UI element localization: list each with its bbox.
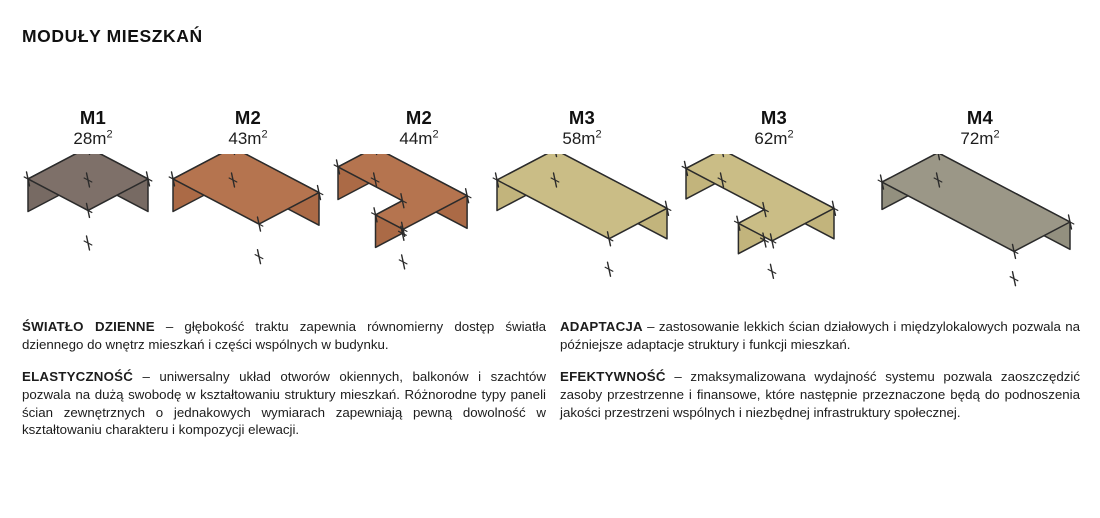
module-name: M2	[234, 107, 262, 128]
module-name: M3	[760, 107, 788, 128]
module-isometric-figure	[328, 154, 510, 294]
module-area: 58m2	[562, 128, 602, 148]
module-area-unit-exponent: 2	[787, 128, 794, 141]
module-area: 44m2	[399, 128, 439, 148]
module-isometric-figure	[487, 154, 677, 294]
description-paragraph-right-2: EFEKTYWNOŚĆ – zmaksymalizowana wydajność…	[560, 368, 1080, 421]
description-paragraph-right-1: ADAPTACJA – zastosowanie lekkich ścian d…	[560, 318, 1080, 353]
module-area: 72m2	[960, 128, 1000, 148]
description-term: ADAPTACJA	[560, 319, 643, 334]
description-paragraph-left-2: ELASTYCZNOŚĆ – uniwersalny układ otworów…	[22, 368, 546, 439]
description-column-right: ADAPTACJA – zastosowanie lekkich ścian d…	[560, 318, 1080, 436]
description-term: EFEKTYWNOŚĆ	[560, 369, 666, 385]
description-term: ŚWIATŁO DZIENNE	[22, 319, 155, 334]
module-area-unit-exponent: 2	[106, 128, 113, 141]
module-area-unit-exponent: 2	[595, 128, 602, 141]
module-area: 28m2	[73, 128, 113, 148]
description-column-left: ŚWIATŁO DZIENNE – głębokość traktu zapew…	[22, 318, 546, 454]
page-title: MODUŁY MIESZKAŃ	[22, 26, 203, 46]
description-body: – głębokość traktu zapewnia równomierny …	[22, 319, 546, 352]
module-area-unit-exponent: 2	[993, 128, 1000, 141]
module-isometric-figure	[676, 154, 872, 294]
module-area: 62m2	[754, 128, 794, 148]
module-area-unit-exponent: 2	[432, 128, 439, 141]
module-area: 43m2	[228, 128, 268, 148]
description-body: – zmaksymalizowana wydajność systemu poz…	[560, 369, 1080, 420]
module-isometric-figure	[872, 154, 1088, 294]
module-isometric-figure	[163, 154, 333, 294]
module-name: M2	[405, 107, 433, 128]
module-name: M4	[966, 107, 994, 128]
description-term: ELASTYCZNOŚĆ	[22, 369, 133, 385]
description-paragraph-left-1: ŚWIATŁO DZIENNE – głębokość traktu zapew…	[22, 318, 546, 353]
module-name: M1	[79, 107, 107, 128]
module-isometric-figure	[18, 154, 168, 294]
description-body: – zastosowanie lekkich ścian działowych …	[560, 319, 1080, 352]
module-area-unit-exponent: 2	[261, 128, 268, 141]
module-name: M3	[568, 107, 596, 128]
description-body: – uniwersalny układ otworów okiennych, b…	[22, 369, 546, 438]
